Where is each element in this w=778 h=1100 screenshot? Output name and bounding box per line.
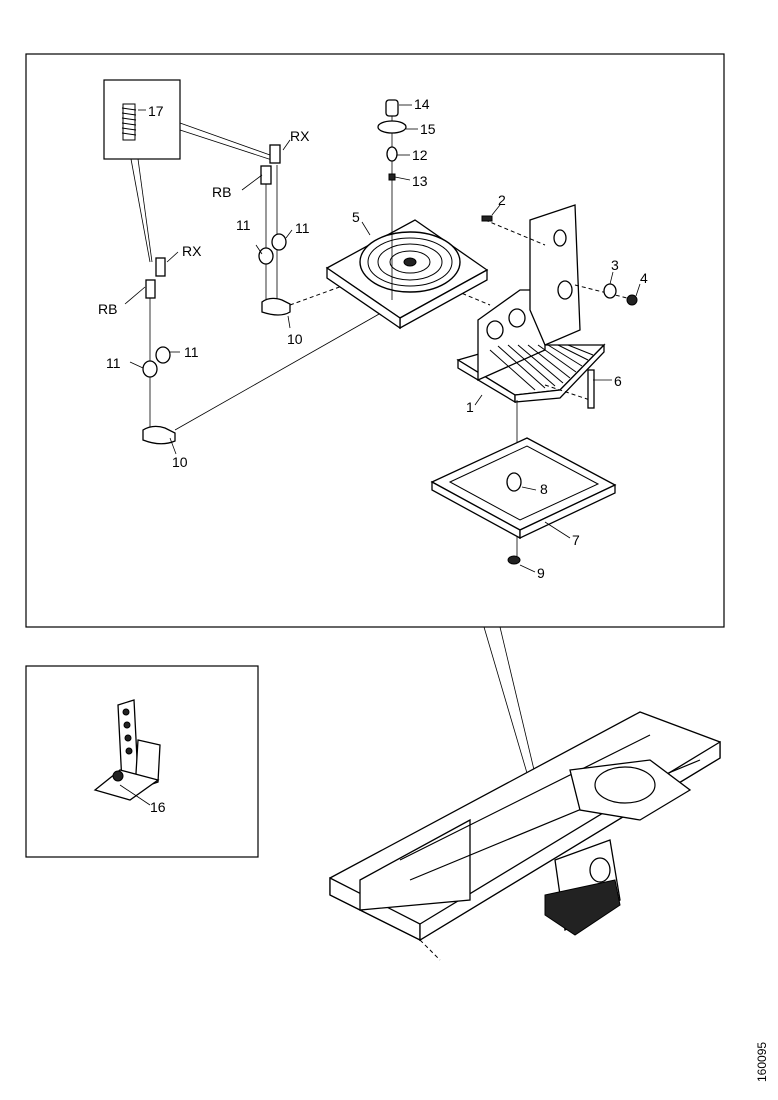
callout-6: 6 bbox=[614, 373, 622, 389]
callout-13: 13 bbox=[412, 173, 428, 189]
oil-cooler-part-5 bbox=[325, 219, 489, 330]
callout-1: 1 bbox=[466, 399, 474, 415]
callout-8: 8 bbox=[540, 481, 548, 497]
callout-12: 12 bbox=[412, 147, 428, 163]
callout-15: 15 bbox=[420, 121, 436, 137]
callout-2: 2 bbox=[498, 192, 506, 208]
chassis-frame bbox=[329, 711, 721, 961]
inset-detail-frame bbox=[25, 665, 259, 858]
callout-rb-lower: RB bbox=[98, 301, 117, 317]
spring-part-17 bbox=[121, 103, 137, 141]
callout-11-d: 11 bbox=[184, 344, 199, 360]
callout-rx-upper: RX bbox=[290, 128, 310, 144]
lower-bushing-stack bbox=[142, 257, 176, 445]
callout-11-c: 11 bbox=[106, 355, 121, 371]
callout-17: 17 bbox=[148, 103, 164, 119]
callout-11-a: 11 bbox=[236, 217, 251, 233]
callout-14: 14 bbox=[414, 96, 430, 112]
callout-16: 16 bbox=[150, 799, 166, 815]
callout-7: 7 bbox=[572, 532, 580, 548]
callout-10-upper: 10 bbox=[287, 331, 303, 347]
callout-5: 5 bbox=[352, 209, 360, 225]
inset-bracket-part-16 bbox=[93, 699, 161, 801]
mounting-bracket-part-1 bbox=[456, 204, 606, 404]
callout-3: 3 bbox=[611, 257, 619, 273]
pillar-stack bbox=[377, 99, 407, 300]
callout-11-b: 11 bbox=[295, 220, 310, 236]
callout-leaders bbox=[119, 104, 641, 806]
drawing-code: 160095 bbox=[755, 1042, 769, 1082]
base-plate-part-7 bbox=[430, 400, 617, 565]
callout-rx-lower: RX bbox=[182, 243, 202, 259]
callout-rb-upper: RB bbox=[212, 184, 231, 200]
upper-bushing-stack bbox=[258, 144, 291, 316]
callout-4: 4 bbox=[640, 270, 648, 286]
spring-detail-box bbox=[103, 79, 181, 160]
main-detail-frame bbox=[25, 53, 725, 628]
fasteners bbox=[481, 215, 638, 409]
callout-10-lower: 10 bbox=[172, 454, 188, 470]
callout-9: 9 bbox=[537, 565, 545, 581]
